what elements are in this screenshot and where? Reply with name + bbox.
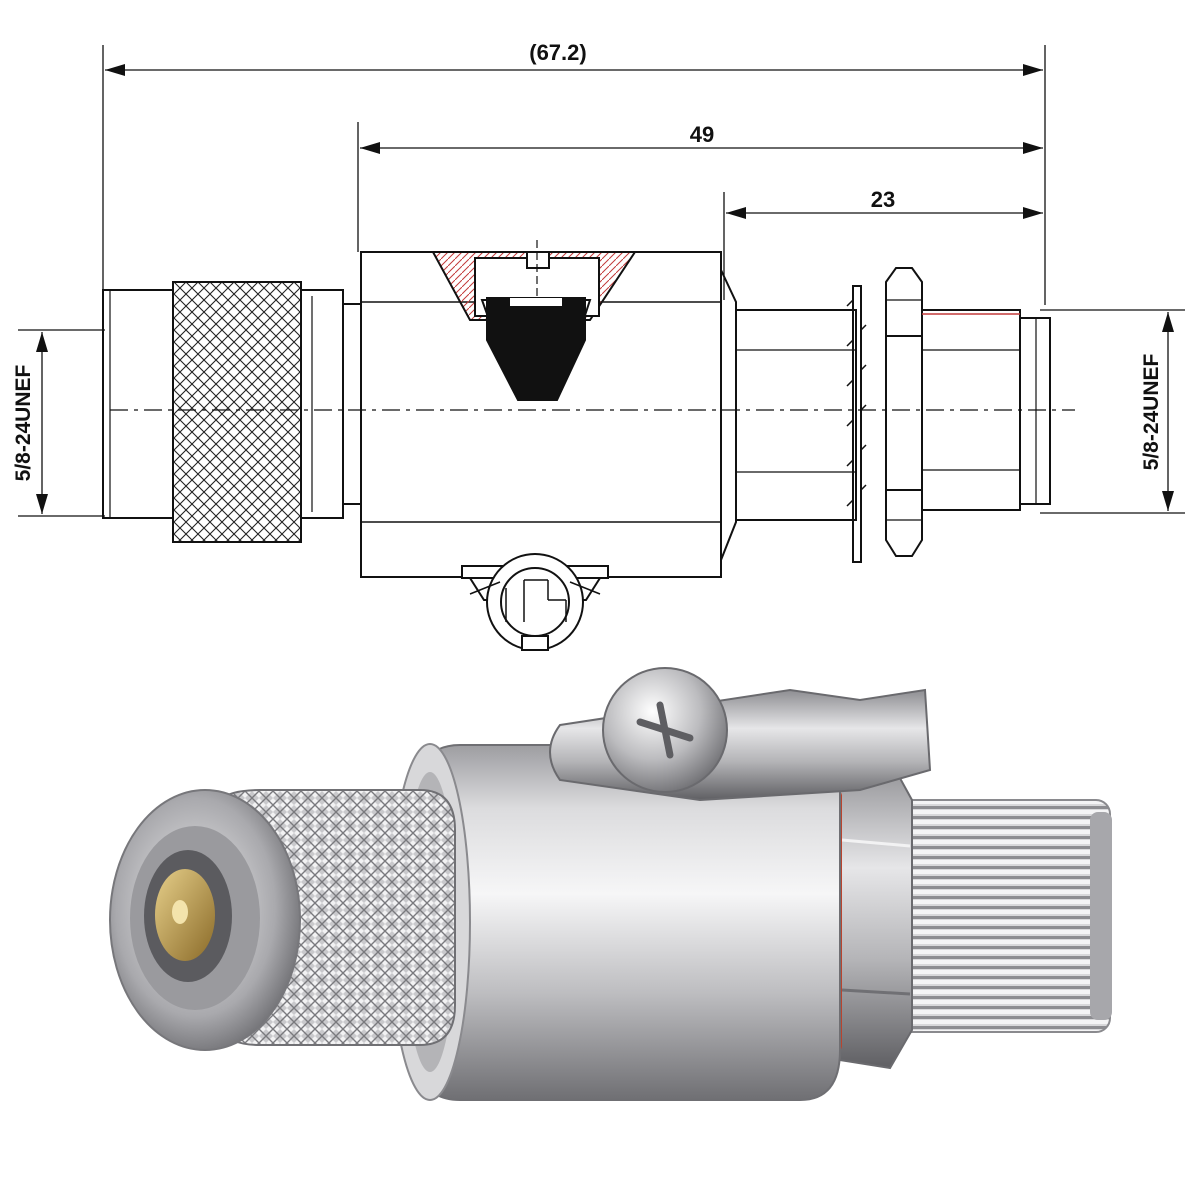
knurled-coupling-nut xyxy=(172,281,362,543)
photo-main-body xyxy=(389,743,841,1101)
thread-spec-right: 5/8-24UNEF xyxy=(1140,353,1163,470)
dimension-female-end-label: 23 xyxy=(871,187,895,212)
photo-female-thread xyxy=(879,799,1112,1033)
product-photo xyxy=(109,667,1112,1101)
technical-drawing xyxy=(18,45,1185,651)
dimension-thread-left xyxy=(18,329,105,517)
body-taper xyxy=(720,269,737,561)
photo-center-pin xyxy=(172,900,188,924)
ground-terminal-lug xyxy=(461,553,609,651)
thread-spec-left: 5/8-24UNEF xyxy=(12,364,35,481)
male-plug-front-sleeve xyxy=(102,289,174,519)
dimension-overall xyxy=(102,45,1046,305)
lock-washer xyxy=(846,285,867,563)
dimension-body-label: 49 xyxy=(690,122,714,147)
photo-ground-lug xyxy=(549,667,932,802)
dimension-overall-label: (67.2) xyxy=(529,40,586,65)
panel-hex-nut xyxy=(885,267,923,557)
arrestor-body xyxy=(360,240,722,578)
photo-front-face xyxy=(109,789,301,1051)
dimension-thread-right xyxy=(1040,309,1185,514)
dimension-female-end xyxy=(723,192,1043,300)
photo-hex-nut xyxy=(839,758,913,1070)
female-threaded-barrel xyxy=(735,309,857,521)
dimension-body xyxy=(357,122,1043,252)
